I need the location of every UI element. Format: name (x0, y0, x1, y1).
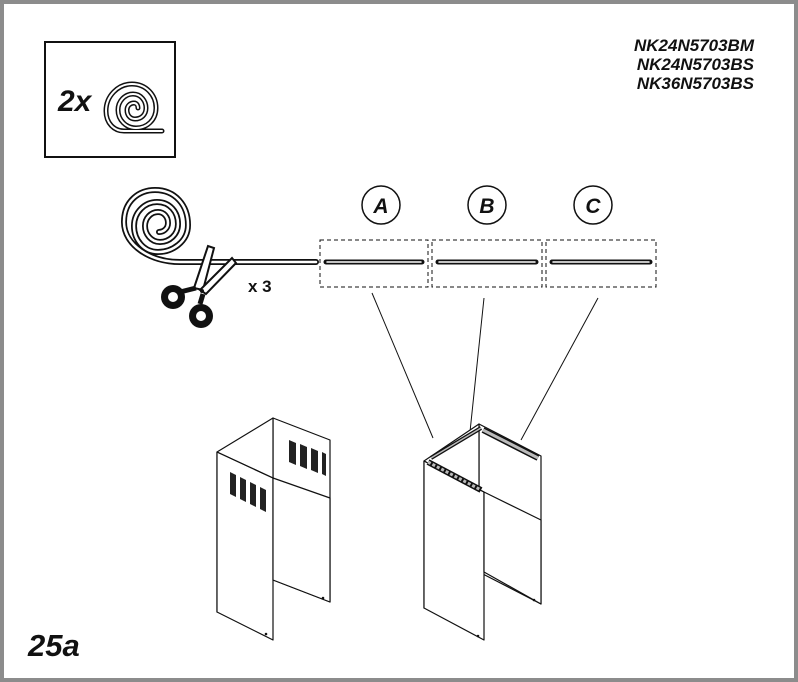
cut-count-label: x 3 (248, 277, 272, 296)
chimney-cover-left (216, 417, 331, 641)
strip-segment-b (431, 239, 543, 288)
callout-c: C (573, 185, 613, 225)
model-number: NK36N5703BS (636, 74, 754, 93)
svg-text:C: C (585, 195, 601, 218)
scissors-icon (161, 244, 238, 328)
strip-segment-a (319, 239, 429, 288)
model-number: NK24N5703BM (634, 36, 754, 55)
strip-segment-c (545, 239, 657, 288)
callout-b: B (467, 185, 507, 225)
quantity-box: 2x (44, 41, 176, 158)
svg-text:A: A (372, 195, 388, 218)
callout-a: A (361, 185, 401, 225)
chimney-cover-right (423, 423, 542, 641)
step-number: 25a (28, 628, 80, 663)
gasket-coil-icon (120, 186, 319, 265)
model-number: NK24N5703BS (636, 55, 754, 74)
vent-grille (230, 472, 266, 512)
leader-line-c (520, 297, 599, 441)
model-list: NK24N5703BM NK24N5703BS NK36N5703BS (634, 36, 754, 93)
svg-text:B: B (479, 195, 494, 218)
vent-grille (289, 440, 326, 476)
quantity-label: 2x (58, 85, 92, 118)
gasket-coil-icon (103, 81, 165, 134)
leader-line-a (371, 292, 434, 439)
